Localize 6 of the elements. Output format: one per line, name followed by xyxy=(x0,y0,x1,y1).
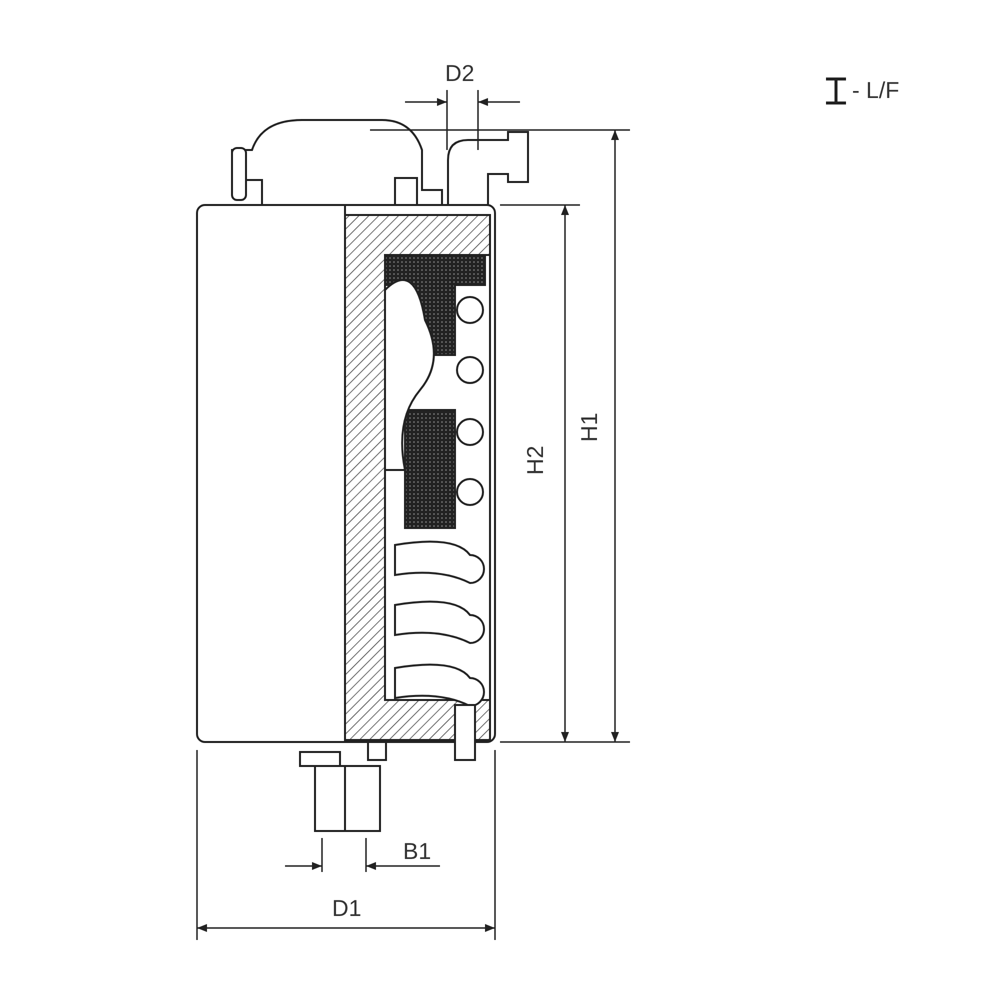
dimension-label: H1 xyxy=(578,412,601,442)
dimension-label: B1 xyxy=(403,840,432,863)
dimension-label: D1 xyxy=(332,897,362,920)
dimension-label: H2 xyxy=(524,446,547,475)
dimension-label: - L/F xyxy=(852,79,900,102)
dimension-label: D2 xyxy=(445,62,474,85)
